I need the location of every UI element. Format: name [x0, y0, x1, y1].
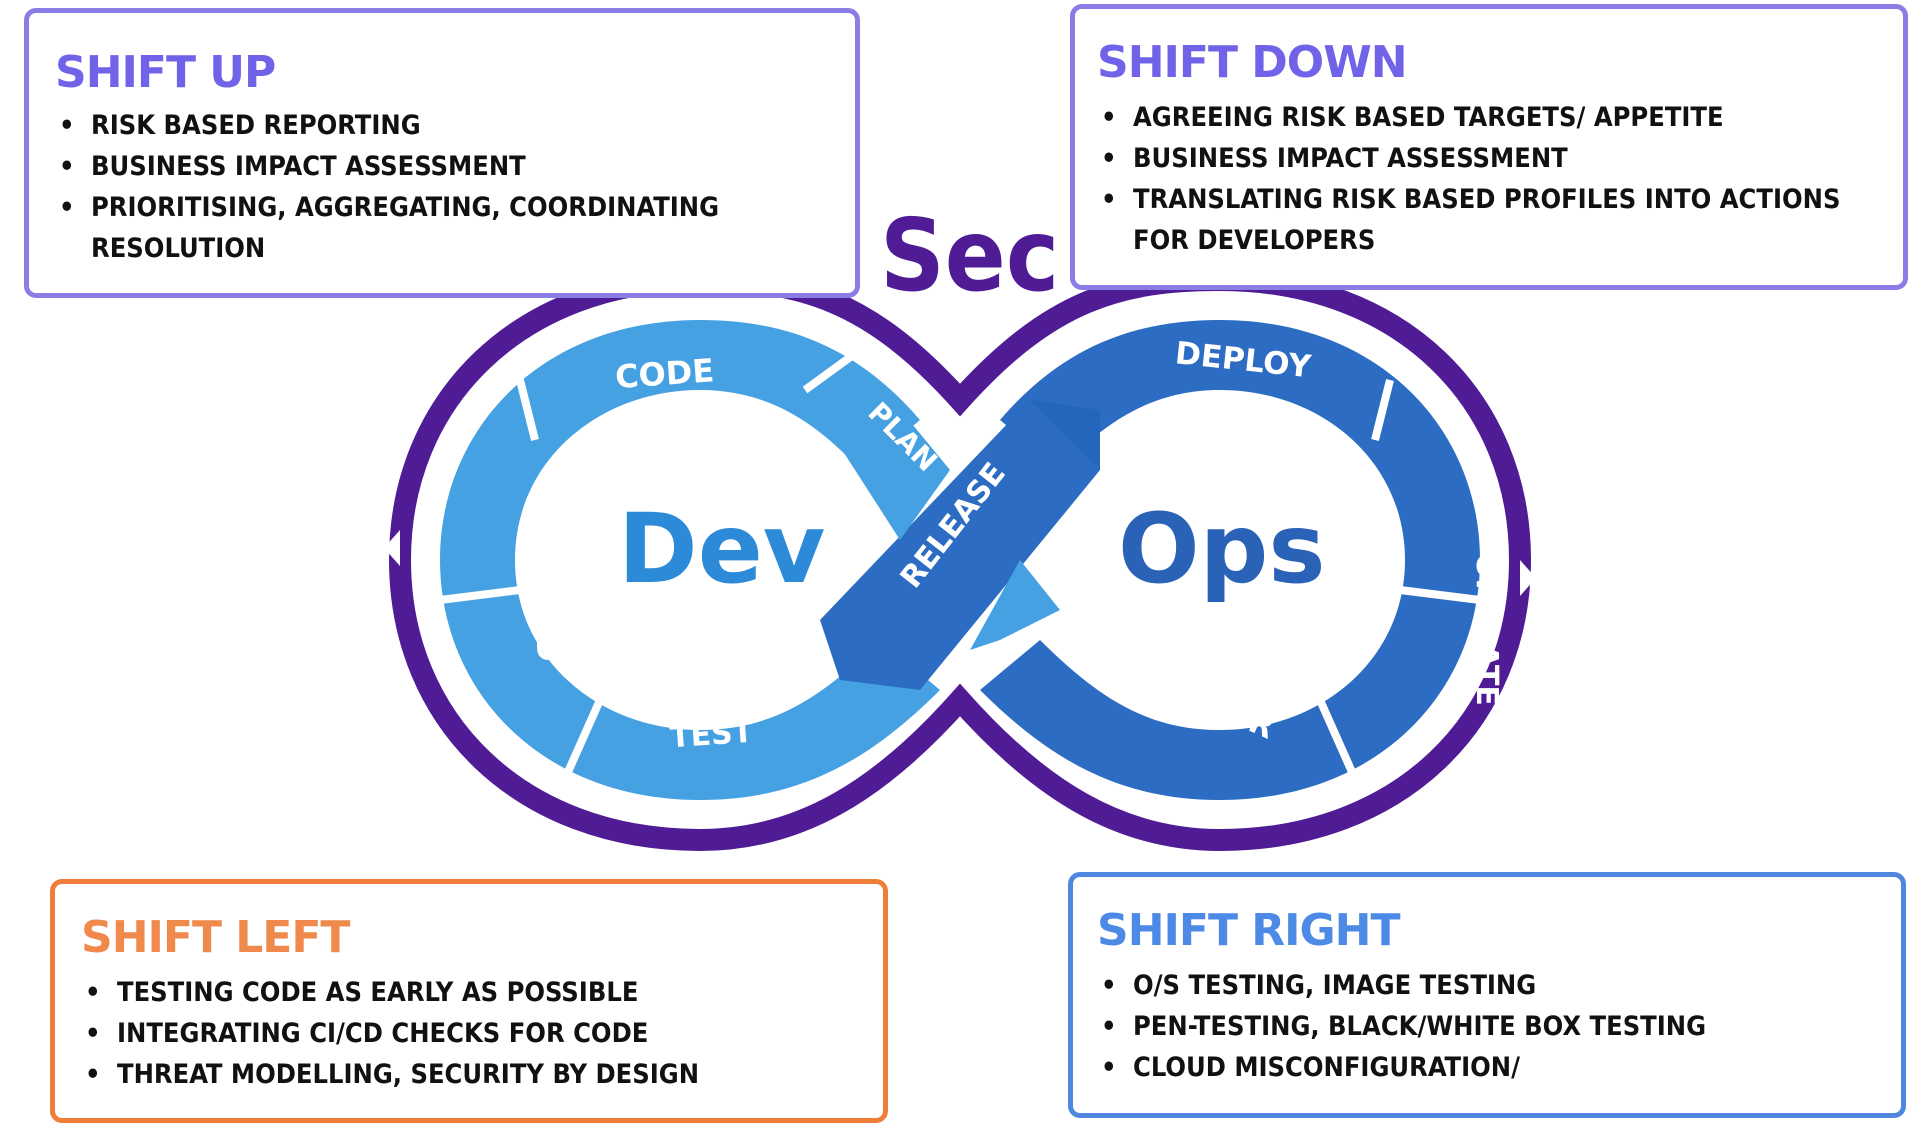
- sec-label: Sec: [880, 197, 1059, 314]
- shift-down-list: AGREEING RISK BASED TARGETS/ APPETITE BU…: [1097, 97, 1887, 261]
- shift-right-list: O/S TESTING, IMAGE TESTING PEN-TESTING, …: [1097, 965, 1887, 1088]
- stage-code-label: CODE: [614, 351, 716, 396]
- list-item: TRANSLATING RISK BASED PROFILES INTO ACT…: [1097, 179, 1887, 220]
- shift-left-list: TESTING CODE AS EARLY AS POSSIBLE INTEGR…: [81, 972, 861, 1095]
- list-item: TESTING CODE AS EARLY AS POSSIBLE: [81, 972, 861, 1013]
- list-item-continuation: RESOLUTION: [91, 233, 266, 264]
- list-item: AGREEING RISK BASED TARGETS/ APPETITE: [1097, 97, 1887, 138]
- shift-up-title: SHIFT UP: [55, 47, 276, 98]
- ops-loop: [980, 320, 1481, 800]
- shift-left-title: SHIFT LEFT: [81, 912, 350, 963]
- list-item: RISK BASED REPORTING: [55, 105, 835, 146]
- shift-right-box: SHIFT RIGHT O/S TESTING, IMAGE TESTING P…: [1068, 872, 1906, 1118]
- list-item: INTEGRATING CI/CD CHECKS FOR CODE: [81, 1013, 861, 1054]
- list-item: CLOUD MISCONFIGURATION/: [1097, 1047, 1887, 1088]
- list-item: PEN-TESTING, BLACK/WHITE BOX TESTING: [1097, 1006, 1887, 1047]
- shift-right-title: SHIFT RIGHT: [1097, 905, 1400, 956]
- ops-label: Ops: [1118, 493, 1325, 605]
- list-item: PRIORITISING, AGGREGATING, COORDINATING: [55, 187, 835, 228]
- list-item-continuation: FOR DEVELOPERS: [1133, 225, 1376, 256]
- stage-test-label: TEST: [669, 715, 755, 756]
- list-item: BUSINESS IMPACT ASSESSMENT: [1097, 138, 1887, 179]
- plan-arrow: [810, 385, 950, 540]
- stage-operate-label: OPERATE: [1469, 553, 1504, 706]
- list-item: O/S TESTING, IMAGE TESTING: [1097, 965, 1887, 1006]
- shift-up-list: RISK BASED REPORTING BUSINESS IMPACT ASS…: [55, 105, 835, 269]
- dev-loop: [439, 320, 940, 800]
- list-item: BUSINESS IMPACT ASSESSMENT: [55, 146, 835, 187]
- list-item: THREAT MODELLING, SECURITY BY DESIGN: [81, 1054, 861, 1095]
- outer-infinity-ring: [384, 268, 1536, 852]
- shift-down-box: SHIFT DOWN AGREEING RISK BASED TARGETS/ …: [1070, 4, 1908, 290]
- shift-up-box: SHIFT UP RISK BASED REPORTING BUSINESS I…: [24, 8, 860, 298]
- shift-left-box: SHIFT LEFT TESTING CODE AS EARLY AS POSS…: [50, 879, 888, 1123]
- dev-label: Dev: [618, 493, 825, 605]
- release-band: [820, 400, 1100, 690]
- shift-down-title: SHIFT DOWN: [1097, 37, 1408, 88]
- stage-build-label: BUILD: [529, 559, 564, 661]
